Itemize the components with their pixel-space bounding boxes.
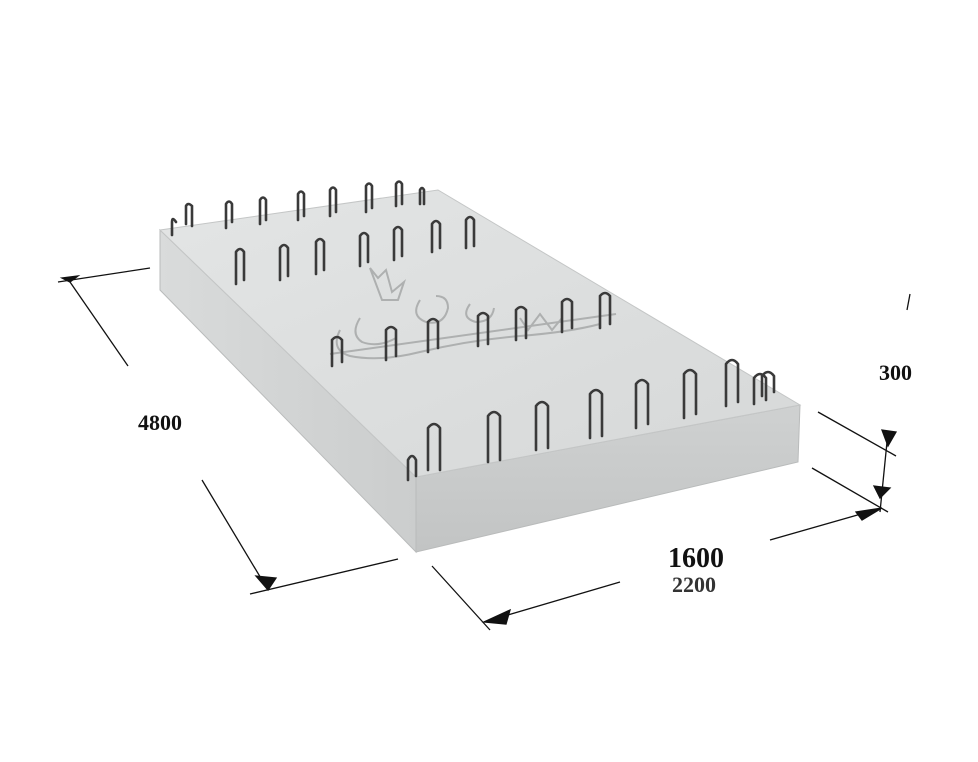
loop xyxy=(314,237,326,276)
length-arrow-bottom xyxy=(254,575,278,592)
loop xyxy=(634,378,650,430)
loop xyxy=(430,219,442,254)
loop xyxy=(358,231,370,268)
loop xyxy=(426,422,442,472)
loop xyxy=(588,388,604,440)
loop xyxy=(384,325,398,362)
loop xyxy=(184,202,194,228)
loop xyxy=(752,372,768,406)
length-dimension-label: 4800 xyxy=(138,410,182,435)
loop xyxy=(464,215,476,250)
loop xyxy=(534,400,550,452)
lifting-loops xyxy=(170,180,776,482)
loop xyxy=(476,311,490,348)
width-extension-right xyxy=(811,467,889,513)
loop xyxy=(392,225,404,262)
loop xyxy=(170,217,178,237)
loop xyxy=(598,291,612,330)
loop xyxy=(394,180,404,208)
loop xyxy=(682,368,698,420)
loop xyxy=(724,358,740,408)
loop xyxy=(278,243,290,282)
stray-tick xyxy=(906,293,911,311)
loop xyxy=(760,370,776,398)
height-dimension-line xyxy=(879,431,889,513)
loop xyxy=(328,186,338,218)
height-extension-top xyxy=(817,411,897,457)
width-arrow-right xyxy=(854,507,883,521)
length-dimension-line-upper xyxy=(69,281,129,367)
length-dimension-line-lower xyxy=(201,479,269,591)
width-arrow-left xyxy=(481,608,512,625)
length-arrow-top xyxy=(59,275,81,283)
loop xyxy=(330,335,344,368)
manufacturer-logo-emboss xyxy=(329,267,617,360)
loop xyxy=(426,317,440,354)
loop xyxy=(296,190,306,222)
length-extension-bottom xyxy=(249,558,399,595)
loop xyxy=(514,305,528,342)
height-dimension-label: 300 xyxy=(879,360,912,385)
loop xyxy=(560,297,574,334)
loop xyxy=(224,200,234,230)
width-extension-left xyxy=(431,565,491,631)
loop xyxy=(418,186,426,206)
height-arrow-bottom xyxy=(872,485,892,500)
loop xyxy=(258,196,268,226)
loop xyxy=(234,247,246,286)
dimension-lines xyxy=(57,267,911,631)
width-dimension-label: 1600 xyxy=(668,543,724,574)
ghost-dimension-label: 2200 xyxy=(672,572,716,597)
loop xyxy=(406,454,418,482)
height-arrow-top xyxy=(881,429,898,448)
loop xyxy=(486,410,502,464)
loop xyxy=(364,182,374,214)
